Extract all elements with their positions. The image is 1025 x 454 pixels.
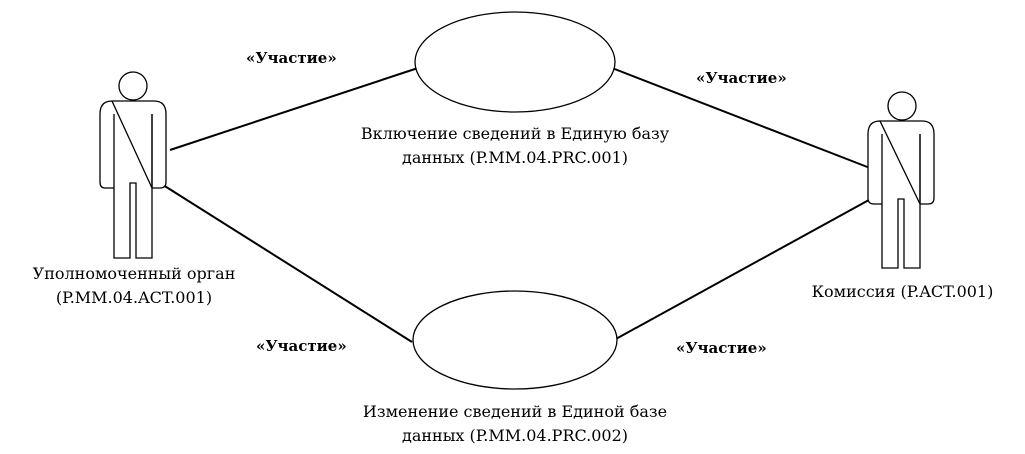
use-case-ellipse-uc1[interactable] (414, 11, 616, 113)
use-case-name-uc2-line1: Изменение сведений в Единой базе (362, 402, 668, 421)
association-authority-uc2 (151, 177, 413, 343)
association-authority-uc1 (169, 67, 419, 151)
actor-icon-commission[interactable] (867, 91, 935, 269)
use-case-name-uc1-line2: данных (P.MM.04.PRC.001) (401, 148, 629, 167)
use-case-ellipse-uc2[interactable] (412, 290, 618, 390)
actor-name-commission: Комиссия (P.ACT.001) (780, 280, 1025, 304)
association-label-uc1-commission: «Участие» (696, 69, 787, 87)
actor-name-authority: Уполномоченный орган (P.MM.04.ACT.001) (0, 262, 268, 310)
association-uc2-commission (613, 194, 879, 341)
use-case-name-uc2-line2: данных (P.MM.04.PRC.002) (401, 426, 629, 445)
actor-name-authority-line2: (P.MM.04.ACT.001) (55, 288, 213, 307)
association-label-authority-uc1: «Участие» (246, 49, 337, 67)
actor-icon-authority[interactable] (99, 71, 167, 259)
association-uc1-commission (611, 67, 871, 169)
actor-name-commission-line1: Комиссия (P.ACT.001) (811, 282, 994, 301)
association-label-uc2-commission: «Участие» (676, 339, 767, 357)
association-label-authority-uc2: «Участие» (256, 337, 347, 355)
use-case-name-uc1: Включение сведений в Единую базу данных … (300, 122, 730, 170)
use-case-name-uc1-line1: Включение сведений в Единую базу (360, 124, 670, 143)
use-case-name-uc2: Изменение сведений в Единой базе данных … (300, 400, 730, 448)
actor-name-authority-line1: Уполномоченный орган (32, 264, 236, 283)
